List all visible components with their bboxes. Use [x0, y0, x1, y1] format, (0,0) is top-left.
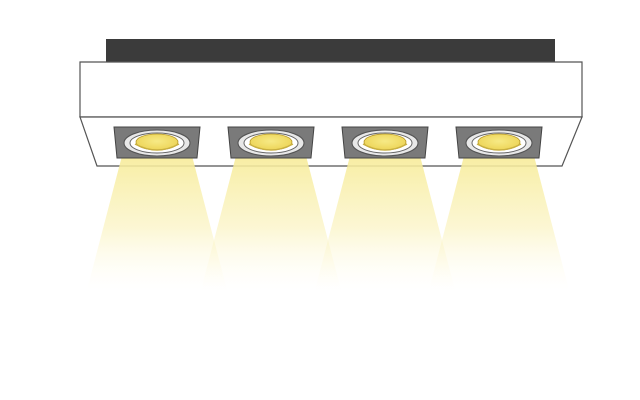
light-beam-4	[429, 152, 569, 290]
spotlights	[113, 126, 543, 159]
spot-lamp-lip-3	[362, 143, 408, 151]
light-beam-1	[87, 152, 227, 290]
light-beams	[87, 152, 569, 290]
spot-lamp-lip-2	[248, 143, 294, 151]
light-beam-3	[315, 152, 455, 290]
spotlight-1	[113, 126, 201, 159]
spotlight-3	[341, 126, 429, 159]
spotlight-4	[455, 126, 543, 159]
spotlight-2	[227, 126, 315, 159]
ceiling-plate	[106, 39, 555, 65]
spot-lamp-lip-1	[134, 143, 180, 151]
housing-front-face	[79, 61, 583, 118]
light-beam-2	[201, 152, 341, 290]
spot-lamp-lip-4	[476, 143, 522, 151]
